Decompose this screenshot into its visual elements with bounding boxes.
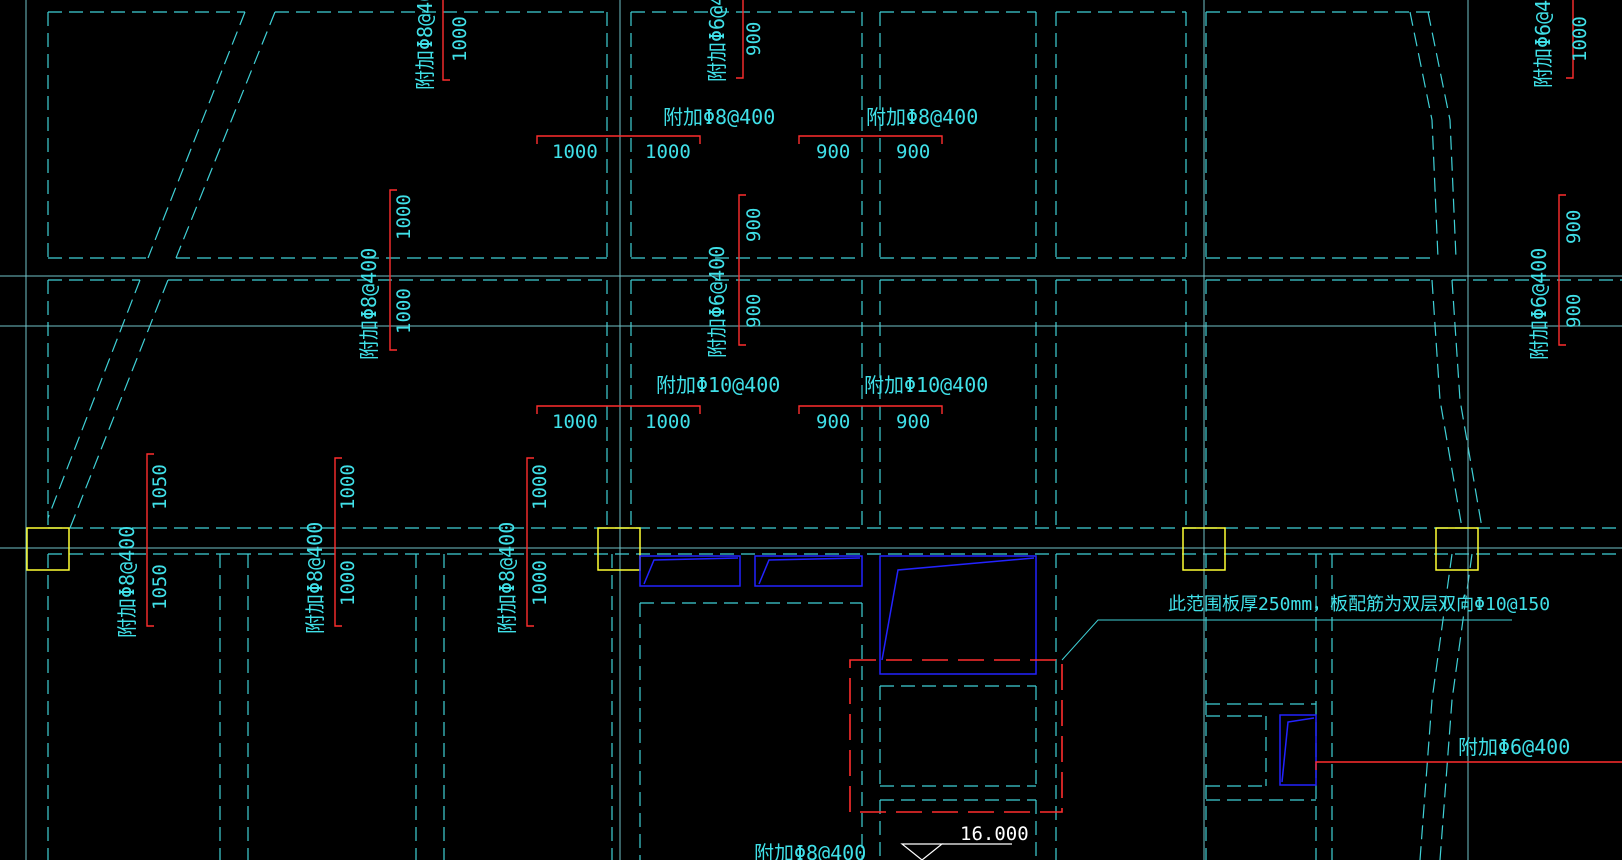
- column: [26, 527, 70, 571]
- opening: [639, 555, 741, 587]
- rebar-label: 附加Φ8@400: [754, 841, 866, 860]
- rebar-label: 附加Φ8@400: [495, 522, 519, 634]
- dimension-label: 900: [816, 141, 850, 163]
- column: [1182, 527, 1226, 571]
- dimension-label: 900: [743, 22, 765, 56]
- rebar-label: 附加Φ6@400: [705, 0, 729, 82]
- dimension-label: 1000: [645, 141, 691, 163]
- dimension-label: 1050: [149, 464, 171, 510]
- dimension-label: 1000: [393, 194, 415, 240]
- rebar-label: 附加Φ6@400: [705, 246, 729, 358]
- rebar-label: 附加Φ8@400: [413, 0, 437, 90]
- columns: [26, 527, 1479, 571]
- opening: [754, 555, 863, 587]
- rebar-label: 附加Φ8@400: [357, 248, 381, 360]
- dimension-label: 1000: [1569, 16, 1591, 62]
- rebar-label: 附加Φ8@400: [303, 522, 327, 634]
- dimension-label: 900: [1563, 294, 1585, 328]
- opening: [879, 555, 1037, 675]
- note-leader: [1061, 619, 1512, 661]
- opening: [1279, 714, 1317, 786]
- rebar-label: 附加Φ8@400: [663, 105, 775, 129]
- dimension-label: 900: [743, 294, 765, 328]
- dimension-label: 900: [816, 411, 850, 433]
- dimension-label: 1000: [645, 411, 691, 433]
- dimension-label: 1000: [449, 16, 471, 62]
- column: [597, 527, 641, 571]
- dimension-label: 1000: [552, 141, 598, 163]
- slab-openings: [639, 555, 1317, 786]
- elevation-value: 16.000: [960, 823, 1029, 845]
- dimension-label: 1000: [552, 411, 598, 433]
- slab-note: 此范围板厚250mm，板配筋为双层双向Φ10@150: [1168, 594, 1550, 615]
- dimension-label: 900: [896, 141, 930, 163]
- rebar-label: 附加Φ8@400: [866, 105, 978, 129]
- rebar-label: 附加Φ6@400: [1527, 248, 1551, 360]
- rebar-label: 附加Φ10@400: [656, 373, 780, 397]
- elevation-marker: [900, 843, 1012, 860]
- dimension-label: 900: [896, 411, 930, 433]
- dimension-label: 1000: [337, 464, 359, 510]
- rebar-label: 附加Φ6@400: [1531, 0, 1555, 88]
- dimension-label: 1000: [393, 288, 415, 334]
- dimension-label: 1000: [529, 464, 551, 510]
- rebar-lines: [146, 0, 1622, 770]
- dimension-label: 900: [743, 208, 765, 242]
- dimension-label: 1050: [149, 564, 171, 610]
- rebar-label: 附加Φ6@400: [1458, 735, 1570, 759]
- rebar-label: 附加Φ8@400: [115, 526, 139, 638]
- dimension-label: 900: [1563, 210, 1585, 244]
- dimension-label: 1000: [529, 560, 551, 606]
- column: [1435, 527, 1479, 571]
- rebar-label: 附加Φ10@400: [864, 373, 988, 397]
- thick-slab-boundary: [849, 659, 1063, 813]
- beam-lines: [47, 11, 1622, 860]
- dimension-label: 1000: [337, 560, 359, 606]
